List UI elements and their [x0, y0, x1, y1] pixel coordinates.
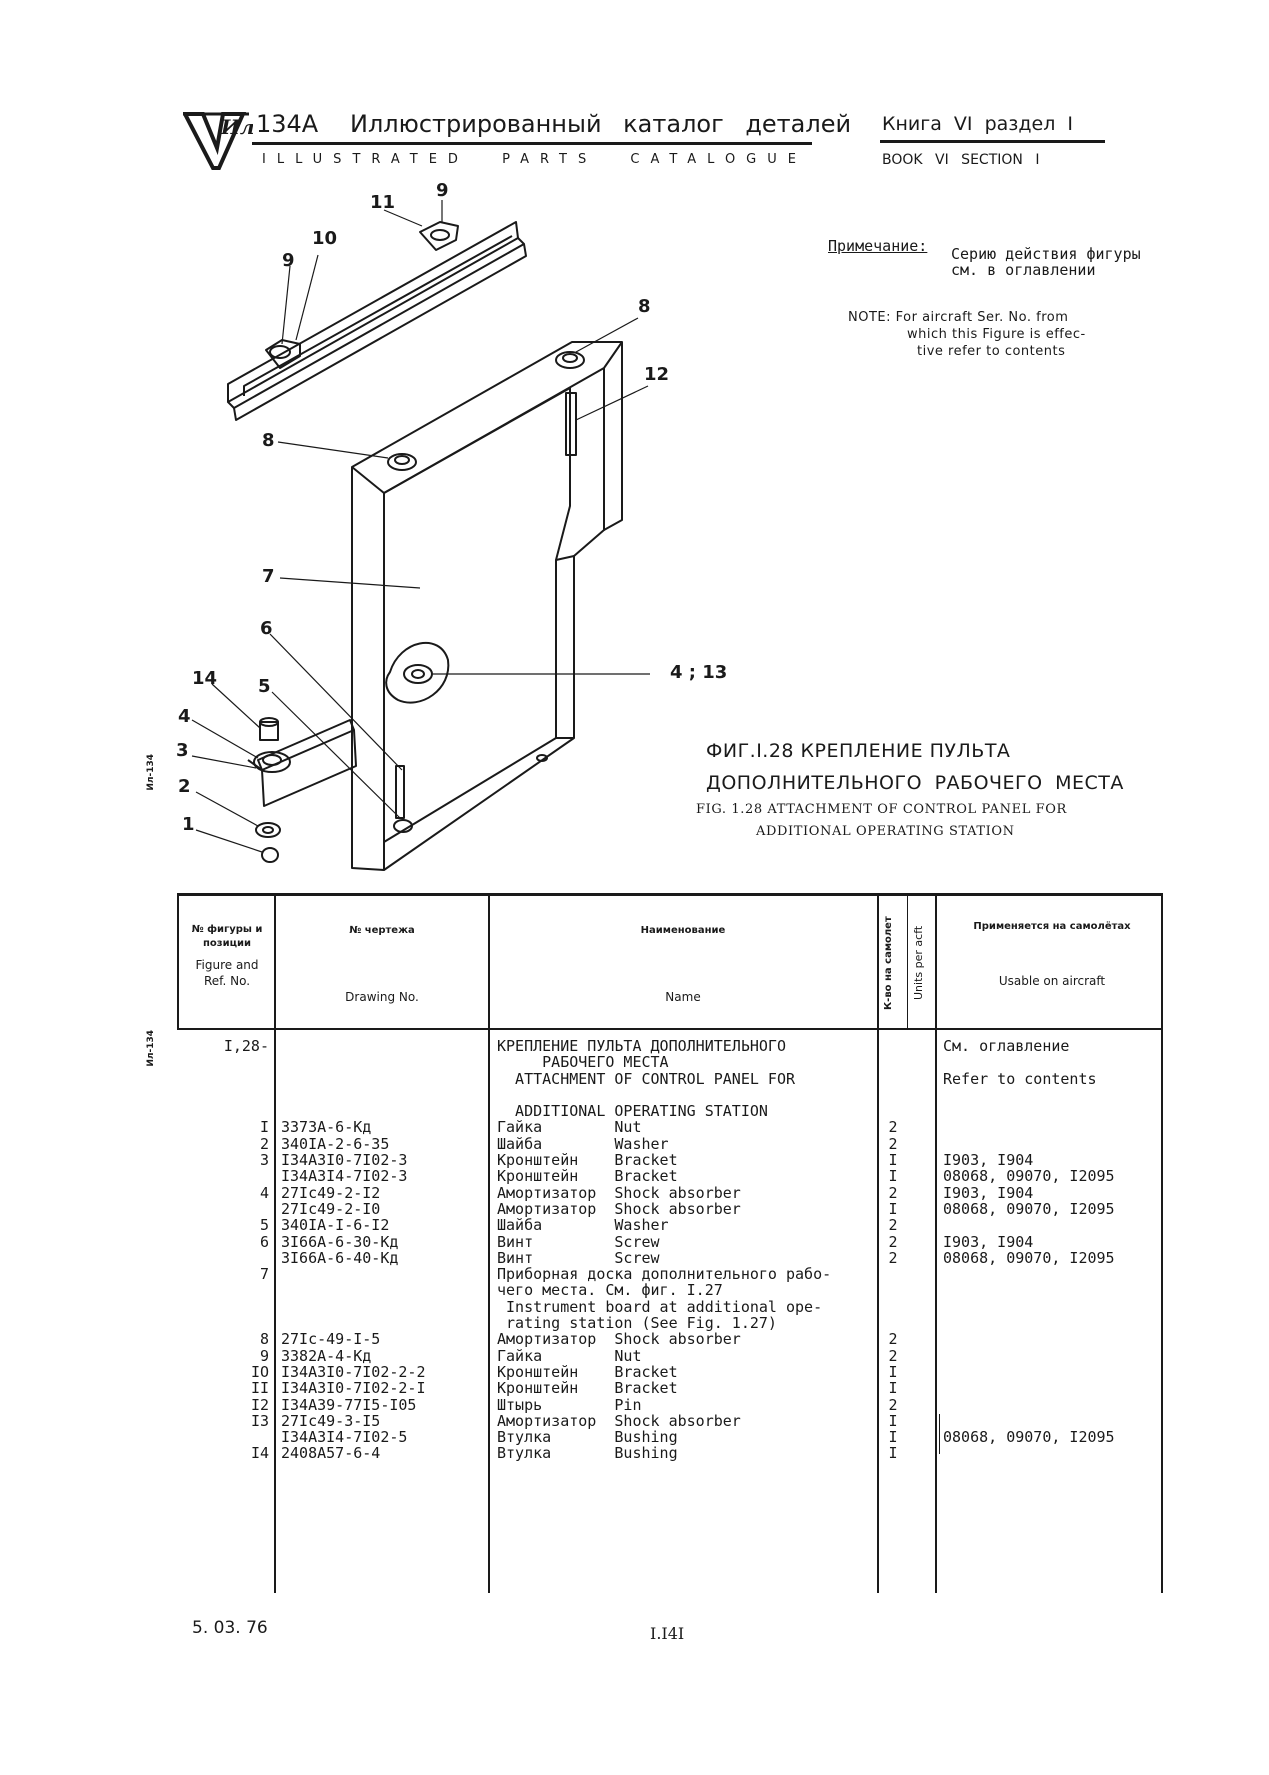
control-panel-frame [351, 341, 623, 871]
callout-9-left: 9 [282, 250, 295, 271]
column-drawing-no: 3373A-6-Кд 340IA-2-6-35 I34A3I0-7I02-3 I… [281, 1118, 426, 1463]
catalog-title-ru: Иллюстрированный каталог деталей [350, 110, 852, 138]
lower-mount [247, 717, 357, 863]
exploded-parts-illustration [191, 200, 650, 871]
callout-8-right: 8 [638, 296, 651, 317]
table-top-border [177, 893, 1163, 896]
header-drawing-en: Drawing No. [345, 990, 419, 1004]
callout-12: 12 [644, 364, 670, 385]
side-mark-upper: Ил-134 [146, 754, 156, 791]
callout-1: 1 [182, 814, 195, 835]
note-text-en-line2: which this Figure is effec- [907, 327, 1086, 342]
note-label-ru: Примечание: [828, 237, 928, 255]
header-units-en: Units per acft [912, 925, 925, 1001]
col-divider-3 [877, 893, 879, 1593]
callout-9-top: 9 [436, 180, 449, 201]
leader-lines [191, 200, 650, 853]
note-text-en-line3: tive refer to contents [917, 344, 1066, 359]
header-figure-en: Figure and Ref. No. [195, 958, 259, 988]
header-units-ru: К-во на самолет [883, 916, 894, 1010]
callout-5: 5 [258, 676, 271, 697]
note-text-ru-line1: Серию действия фигуры [951, 245, 1141, 263]
column-usable-on: См. оглавление Refer to contents I903, I… [943, 1037, 1115, 1447]
header-usable-ru: Применяется на самолётах [973, 921, 1131, 932]
figure-caption-ru-line1: ФИГ.I.28 КРЕПЛЕНИЕ ПУЛЬТА [706, 740, 1011, 762]
callout-4: 4 [178, 706, 191, 727]
catalog-title-en: ILLUSTRATED PARTS CATALOGUE [262, 152, 807, 167]
side-mark-lower: Ил-134 [146, 1030, 156, 1067]
page-number: I.I4I [650, 1624, 685, 1643]
callout-4-13: 4 ; 13 [670, 662, 728, 683]
callout-11: 11 [370, 192, 396, 213]
callout-7: 7 [262, 566, 275, 587]
callout-8-left: 8 [262, 430, 275, 451]
col-divider-5 [935, 893, 937, 1593]
logo-text: Ил [220, 115, 253, 139]
table-header-rule [177, 1028, 1163, 1030]
column-figure-ref: I,28- I 2 3 4 5 6 7 8 9 IO II I2 I3 I4 [223, 1037, 269, 1463]
callout-14: 14 [192, 668, 218, 689]
column-qty: 2 2 I I 2 I 2 2 2 2 2 I I 2 I I I [888, 1118, 898, 1463]
revision-date: 5. 03. 76 [192, 1618, 268, 1638]
header-rule-left [252, 142, 812, 145]
header-usable-en: Usable on aircraft [998, 974, 1106, 988]
col-divider-4 [907, 893, 908, 1028]
ilyushin-logo: Ил [183, 112, 253, 170]
figure-caption-ru-line2: ДОПОЛНИТЕЛЬНОГО РАБОЧЕГО МЕСТА [706, 772, 1124, 794]
aircraft-model: 134A [256, 110, 319, 138]
header-name-en: Name [665, 990, 701, 1004]
header-drawing-ru: № чертежа [349, 925, 415, 936]
table-left-border [177, 893, 179, 1028]
figure-caption-en-line2: ADDITIONAL OPERATING STATION [756, 824, 1015, 839]
callout-6: 6 [260, 618, 273, 639]
header-rule-right [880, 140, 1105, 143]
col-divider-2 [488, 893, 490, 1593]
column-name: КРЕПЛЕНИЕ ПУЛЬТА ДОПОЛНИТЕЛЬНОГО РАБОЧЕГ… [497, 1038, 832, 1462]
callout-3: 3 [176, 740, 189, 761]
header-figure-ru: № фигуры и позиции [191, 924, 263, 949]
parts-table: № фигуры и позиции Figure and Ref. No. №… [177, 893, 1163, 1593]
callout-2: 2 [178, 776, 191, 797]
usable-brace [939, 1414, 944, 1454]
rail-bracket [227, 221, 527, 421]
book-section-ru: Книга VI раздел I [882, 113, 1073, 135]
col-divider-1 [274, 893, 276, 1593]
book-section-en: BOOK VI SECTION I [882, 152, 1040, 168]
note-text-en-line1: NOTE: For aircraft Ser. No. from [848, 310, 1069, 325]
figure-caption-en-line1: FIG. 1.28 ATTACHMENT OF CONTROL PANEL FO… [696, 802, 1067, 817]
table-right-border [1161, 893, 1163, 1593]
header-name-ru: Наименование [640, 925, 726, 936]
callout-10: 10 [312, 228, 338, 249]
note-text-ru-line2: см. в оглавлении [951, 261, 1096, 279]
